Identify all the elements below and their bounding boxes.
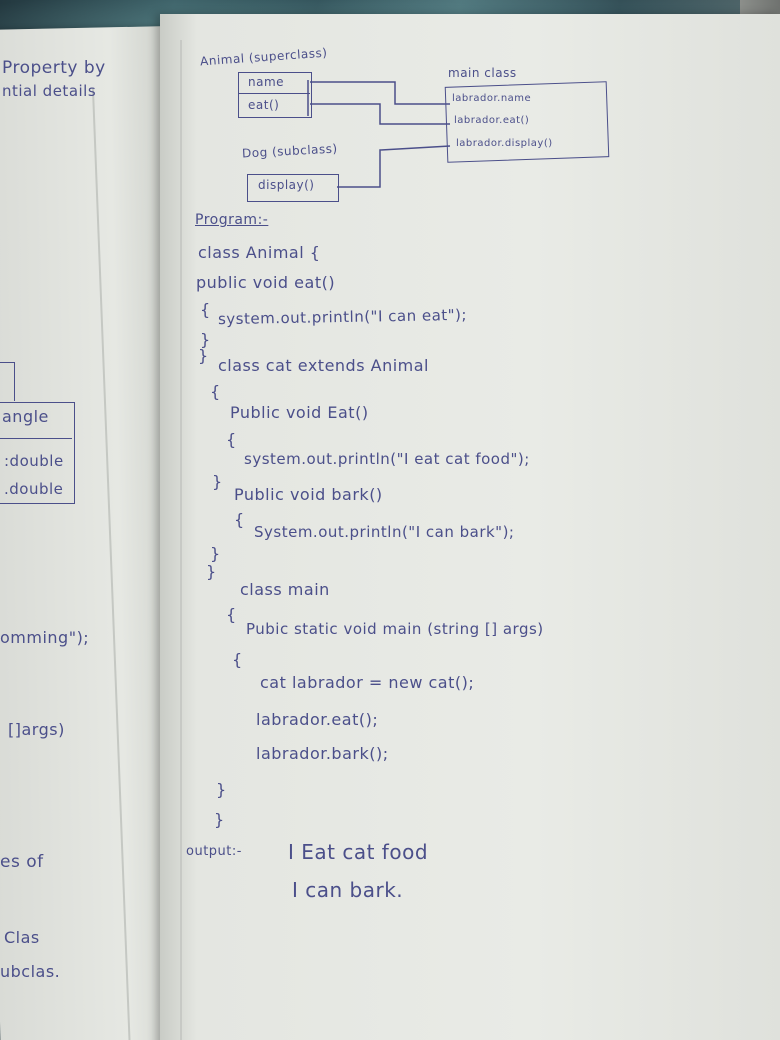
output-label: output:-: [186, 844, 242, 859]
program-heading: Program:-: [195, 212, 269, 228]
code-line: {: [210, 382, 221, 401]
code-line: {: [226, 430, 237, 449]
left-page-line: Property by: [2, 58, 106, 78]
output-line: I can bark.: [292, 878, 404, 902]
code-line: }: [214, 810, 225, 829]
code-line: class cat extends Animal: [218, 356, 429, 375]
code-line: }: [212, 472, 223, 491]
code-line: }: [210, 544, 221, 563]
main-class-title: main class: [448, 66, 517, 80]
left-page-box-edge: [0, 362, 15, 401]
code-line: Public void bark(): [234, 485, 383, 504]
right-notebook-page: [160, 14, 780, 1040]
subclass-method: display(): [258, 178, 315, 192]
code-line: labrador.bark();: [256, 744, 389, 763]
diagram-connectors: [307, 80, 451, 188]
left-page-line: omming");: [0, 628, 90, 647]
code-line: {: [200, 300, 211, 319]
left-page-line: es of: [0, 852, 44, 872]
superclass-box: [238, 72, 312, 118]
output-line: I Eat cat food: [288, 840, 429, 864]
code-line: {: [234, 510, 245, 529]
left-page-line: ubclas.: [0, 962, 61, 981]
left-page-line: ntial details: [2, 82, 97, 100]
code-line: class Animal {: [198, 243, 321, 262]
code-line: Public void Eat(): [230, 403, 369, 422]
left-page-line: .double: [4, 480, 64, 498]
code-line: class main: [240, 580, 330, 599]
left-page-line: Clas: [4, 928, 40, 947]
left-page-line: []args): [8, 720, 65, 739]
code-line: cat labrador = new cat();: [260, 673, 475, 692]
superclass-field: name: [248, 75, 285, 89]
main-class-line: labrador.name: [452, 93, 532, 104]
code-line: {: [226, 605, 237, 624]
code-line: Pubic static void main (string [] args): [246, 620, 544, 638]
page-margin-line: [180, 40, 182, 1040]
code-line: }: [206, 562, 217, 581]
superclass-field: eat(): [248, 98, 280, 112]
code-line: }: [216, 780, 227, 799]
code-line: public void eat(): [196, 273, 336, 292]
left-page-class-box: [0, 402, 75, 504]
code-line: {: [232, 650, 243, 669]
left-page-line: :double: [4, 452, 64, 470]
code-line: System.out.println("I can bark");: [254, 523, 515, 541]
main-class-line: labrador.display(): [456, 138, 553, 149]
code-line: }: [198, 346, 209, 365]
main-class-line: labrador.eat(): [454, 115, 530, 126]
code-line: }: [200, 330, 211, 349]
subclass-box: [247, 174, 339, 202]
code-line: system.out.println("I eat cat food");: [244, 450, 530, 468]
code-line: labrador.eat();: [256, 710, 379, 729]
left-page-line: angle: [2, 407, 49, 426]
